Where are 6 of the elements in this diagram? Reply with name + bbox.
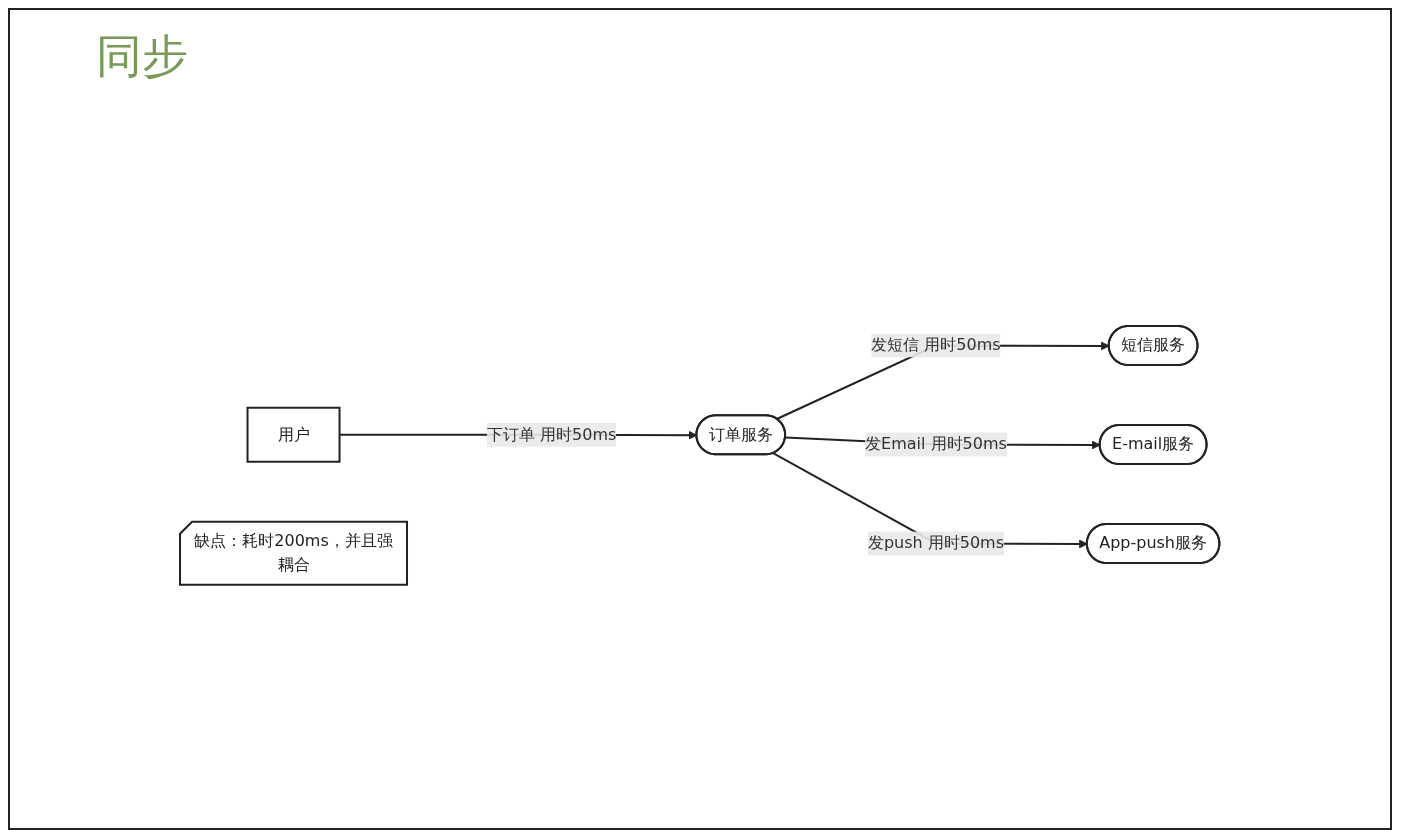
edge-label: 发push 用时50ms [868,533,1005,553]
edge-label: 发短信 用时50ms [871,335,1001,355]
title: 同步 [96,28,188,85]
edge-label: 发Email 用时50ms [865,434,1008,454]
node-box: 用户 [246,406,341,463]
edge-label: 下订单 用时50ms [487,424,617,444]
